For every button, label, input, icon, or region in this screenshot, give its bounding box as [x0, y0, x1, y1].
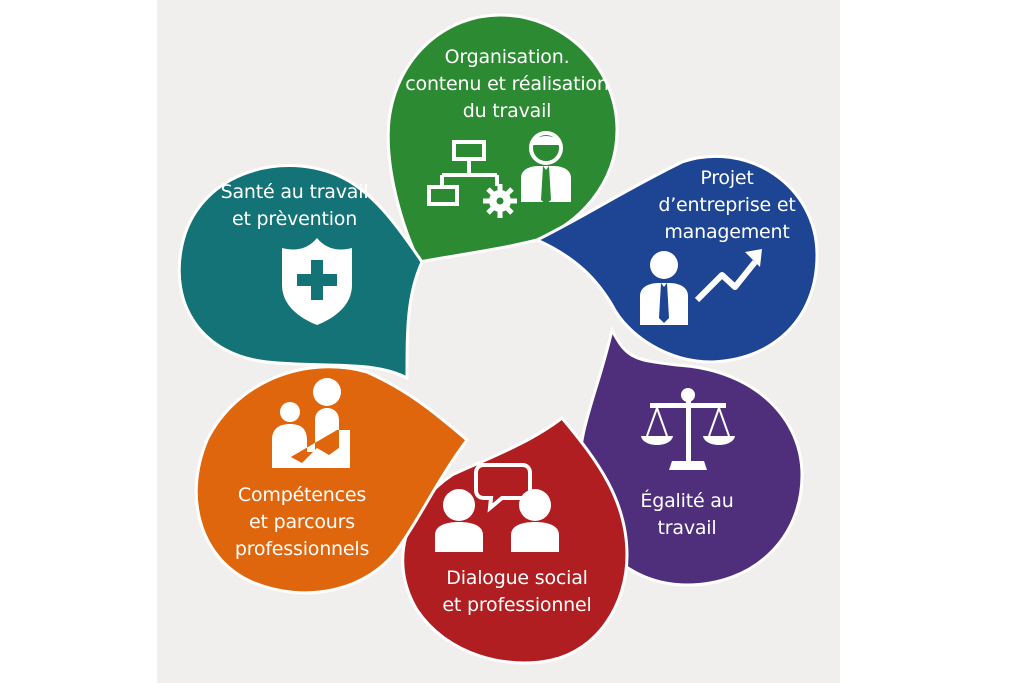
- label-egalite: Égalité au travail: [640, 490, 734, 539]
- label-sante: Santé au travail et prèvention: [220, 181, 369, 230]
- label-competences: Compétences et parcours professionnels: [234, 484, 370, 560]
- petal-competences: [194, 365, 470, 595]
- six-petal-diagram: Organisation. contenu et réalisation du …: [157, 0, 840, 683]
- icon-layer: [272, 131, 762, 552]
- balance-scale-icon: [641, 388, 735, 470]
- label-dialogue: Dialogue social et professionnel: [442, 567, 592, 616]
- people-steps-icon: [272, 378, 350, 468]
- manager-growth-arrow-icon: [640, 249, 762, 325]
- shield-cross-icon: [282, 238, 352, 325]
- people-speech-bubble-icon: [435, 463, 559, 552]
- org-chart-gear-worker-icon: [427, 140, 517, 218]
- petal-projet: [533, 155, 819, 364]
- label-organisation: Organisation. contenu et réalisation du …: [405, 46, 609, 122]
- worker-icon: [521, 131, 571, 204]
- label-projet: Projet d’entreprise et management: [658, 167, 796, 243]
